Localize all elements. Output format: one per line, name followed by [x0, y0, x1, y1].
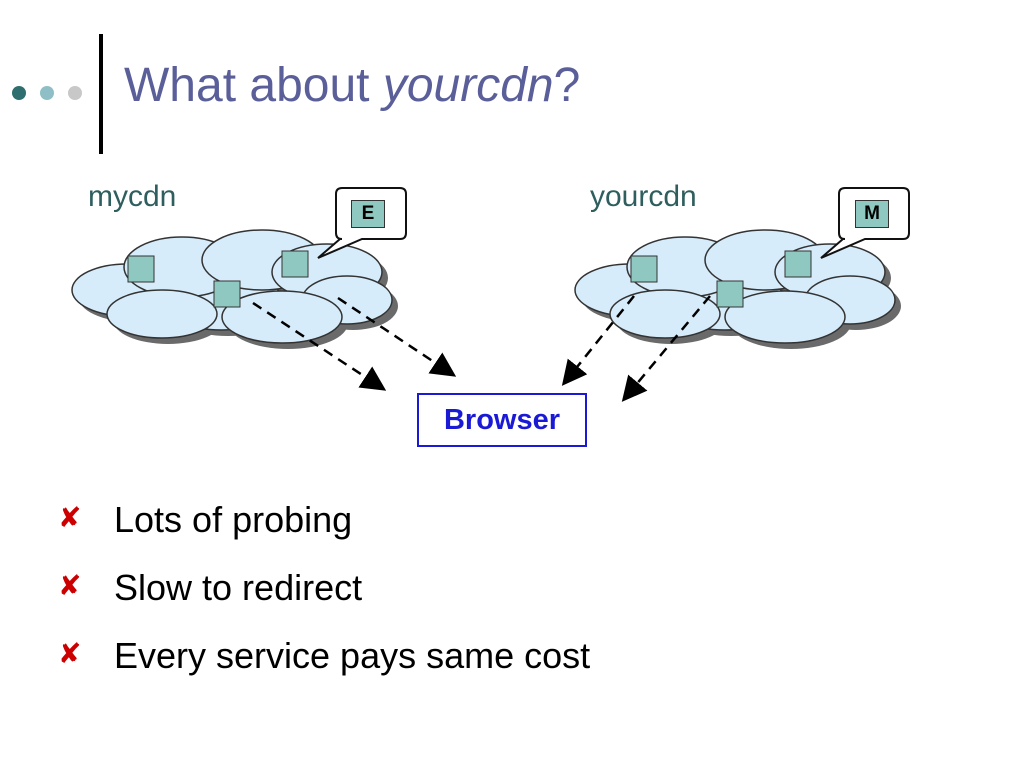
cdn-node — [630, 255, 658, 283]
dot-icon — [68, 86, 82, 100]
bullet-text: Lots of probing — [114, 499, 353, 540]
probe-arrow — [561, 295, 635, 386]
bullet-list: ✘ Lots of probing ✘ Slow to redirect ✘ E… — [58, 498, 590, 702]
title-emphasis: yourcdn — [382, 59, 554, 112]
cdn-node — [213, 280, 241, 308]
list-item: ✘ Every service pays same cost — [58, 634, 590, 702]
cloud-yourcdn — [574, 229, 901, 349]
cdn-node — [281, 250, 309, 278]
bullet-text: Every service pays same cost — [114, 635, 591, 676]
cross-mark-icon: ✘ — [58, 502, 82, 533]
dot-icon — [40, 86, 54, 100]
probe-arrow — [337, 296, 457, 377]
title-punct: ? — [553, 59, 581, 112]
list-item: ✘ Slow to redirect — [58, 566, 590, 634]
cdn-node — [784, 250, 812, 278]
cloud-label-mycdn: mycdn — [88, 180, 177, 213]
cloud-mycdn — [71, 229, 398, 349]
title-text: What about — [124, 59, 383, 112]
probe-arrow — [252, 301, 387, 391]
browser-box: Browser — [417, 393, 587, 447]
probe-arrow — [621, 295, 711, 402]
title-divider — [99, 34, 103, 154]
bubble-letter-right: M — [855, 200, 889, 228]
page-title: What about yourcdn? — [124, 58, 580, 113]
cdn-node — [716, 280, 744, 308]
list-item: ✘ Lots of probing — [58, 498, 590, 566]
bullet-text: Slow to redirect — [114, 567, 363, 608]
cloud-label-yourcdn: yourcdn — [590, 180, 697, 213]
cdn-node — [127, 255, 155, 283]
cross-mark-icon: ✘ — [58, 570, 82, 601]
dot-icon — [12, 86, 26, 100]
bubble-letter-left: E — [351, 200, 385, 228]
cross-mark-icon: ✘ — [58, 638, 82, 669]
